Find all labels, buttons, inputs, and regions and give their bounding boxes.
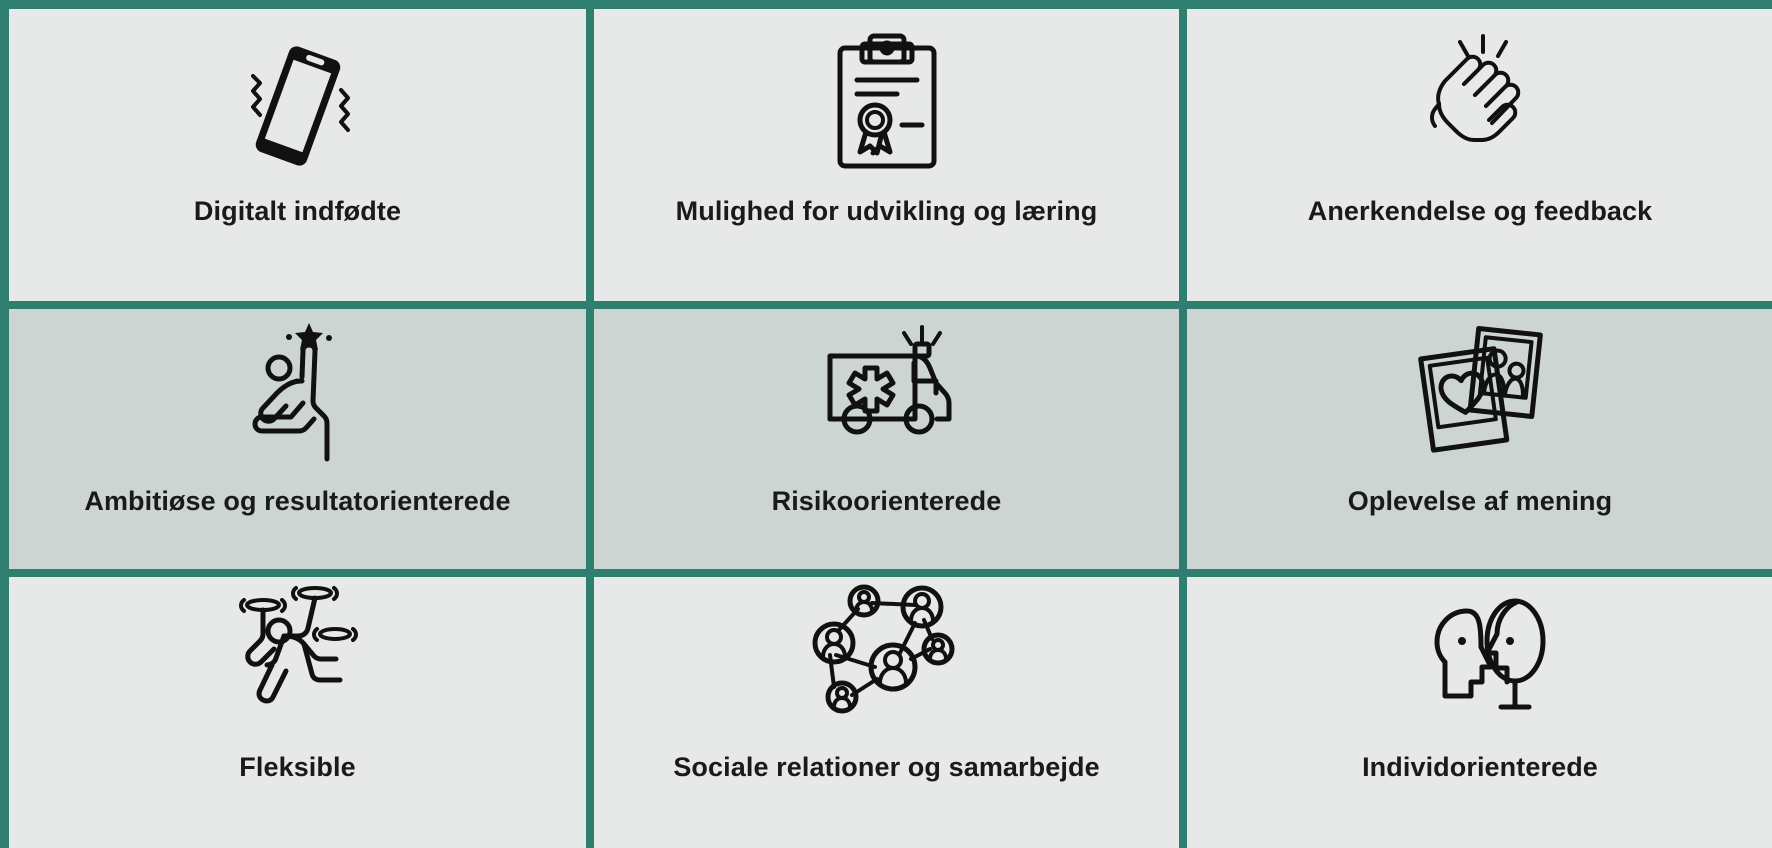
grid-cell-mulighed-udvikling-laering[interactable]: Mulighed for udvikling og læring (590, 5, 1183, 305)
photo-frames-icon (1187, 319, 1772, 469)
cell-label: Mulighed for udvikling og læring (675, 196, 1098, 226)
juggler-icon (9, 583, 586, 733)
two-heads-profile-icon (1187, 583, 1772, 733)
cell-label: Fleksible (239, 752, 356, 782)
grid-cell-digitalt-indfodte[interactable]: Digitalt indfødte (5, 5, 590, 305)
ambulance-icon (594, 319, 1179, 469)
cell-label: Individorienterede (1362, 752, 1598, 782)
grid-cell-risikoorienterede[interactable]: Risikoorienterede (590, 305, 1183, 573)
cell-label: Oplevelse af mening (1347, 486, 1613, 516)
clapping-hands-icon (1187, 23, 1772, 183)
reaching-star-icon (9, 319, 586, 469)
vibrating-phone-icon (9, 23, 586, 183)
cell-label: Sociale relationer og samarbejde (673, 752, 1100, 782)
cell-label: Ambitiøse og resultatorienterede (84, 486, 511, 516)
grid-cell-anerkendelse-feedback[interactable]: Anerkendelse og feedback (1183, 5, 1772, 305)
grid-cell-oplevelse-af-mening[interactable]: Oplevelse af mening (1183, 305, 1772, 573)
cell-label: Risikoorienterede (771, 486, 1002, 516)
cell-label: Anerkendelse og feedback (1307, 196, 1653, 226)
grid-cell-fleksible[interactable]: Fleksible (5, 573, 590, 848)
grid-cell-ambitiose-resultatorienterede[interactable]: Ambitiøse og resultatorienterede (5, 305, 590, 573)
cell-label: Digitalt indfødte (193, 196, 402, 226)
grid-cell-individorienterede[interactable]: Individorienterede (1183, 573, 1772, 848)
people-network-icon (594, 583, 1179, 733)
clipboard-award-icon (594, 23, 1179, 183)
grid-cell-sociale-relationer-samarbejde[interactable]: Sociale relationer og samarbejde (590, 573, 1183, 848)
